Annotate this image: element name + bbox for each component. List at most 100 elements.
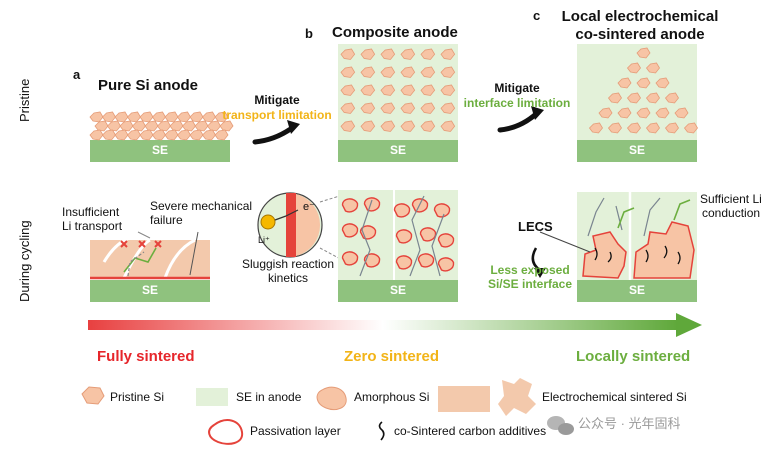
pristine-si-particle bbox=[440, 102, 456, 114]
legend-sintered-si: Electrochemical sintered Si bbox=[542, 390, 687, 404]
pristine-si-particle bbox=[588, 122, 603, 134]
pristine-si-particle bbox=[420, 66, 436, 78]
amorphous-si-particle bbox=[411, 198, 429, 213]
arrow-head-icon bbox=[287, 120, 300, 134]
amorphous-si-particle bbox=[363, 253, 381, 268]
pristine-si-particle bbox=[380, 48, 396, 60]
se-label: SE bbox=[141, 283, 158, 297]
li-transport-arrows-icon bbox=[359, 195, 445, 277]
panel-c-title-line2: co-sintered anode bbox=[575, 26, 705, 43]
pristine-si-particle bbox=[189, 111, 204, 123]
pristine-si-particle bbox=[219, 120, 234, 132]
pristine-si-particle bbox=[151, 111, 166, 123]
mitigate-1-sub: transport limitation bbox=[222, 108, 332, 122]
pristine-si-particle bbox=[674, 107, 689, 119]
amorphous-si-particle bbox=[419, 227, 437, 242]
legend-amorphous-si: Amorphous Si bbox=[354, 390, 430, 404]
amorphous-si-particle bbox=[395, 229, 413, 244]
arrow-head-icon bbox=[531, 106, 544, 120]
annotation-severe-2: failure bbox=[150, 213, 183, 227]
pristine-si-particle bbox=[380, 102, 396, 114]
amorphous-si-particle bbox=[417, 253, 435, 268]
se-layer bbox=[338, 140, 458, 162]
li-ion-icon bbox=[260, 214, 276, 230]
pristine-si-particle bbox=[126, 111, 141, 123]
pristine-si-particle bbox=[340, 120, 356, 132]
pristine-si-particle bbox=[201, 129, 216, 141]
pristine-si-particle bbox=[164, 129, 179, 141]
pristine-si-particle bbox=[636, 47, 651, 59]
pristine-si-particle bbox=[664, 122, 679, 134]
pristine-si-particle bbox=[151, 129, 166, 141]
se-label: SE bbox=[628, 283, 645, 297]
pristine-si-particle bbox=[126, 129, 141, 141]
panel-b-cycling bbox=[338, 190, 458, 302]
pristine-si-particle bbox=[655, 77, 670, 89]
amorphous-si-particle bbox=[363, 197, 381, 212]
panel-c-title-line1: Local electrochemical bbox=[561, 8, 719, 25]
amorphous-si-particle bbox=[341, 223, 359, 238]
panel-a-pristine bbox=[89, 111, 234, 162]
pristine-si-particle bbox=[636, 77, 651, 89]
lecs-label: LECS bbox=[518, 219, 553, 234]
pristine-si-particle bbox=[214, 129, 229, 141]
pristine-si-particle bbox=[400, 120, 416, 132]
pristine-si-particle bbox=[101, 111, 116, 123]
amorphous-si-particle bbox=[393, 203, 411, 218]
pristine-si-legend-icon bbox=[81, 386, 105, 405]
wechat-icon bbox=[547, 416, 574, 435]
annotation-less-exposed-2: Si/SE interface bbox=[487, 277, 573, 291]
passivation-legend-icon bbox=[208, 419, 244, 445]
li-ion-label: Li⁺ bbox=[258, 235, 270, 245]
annotation-insufficient-2: Li transport bbox=[62, 219, 123, 233]
legend-se-in-anode: SE in anode bbox=[236, 390, 302, 404]
callout-line bbox=[137, 231, 151, 239]
pristine-si-particle bbox=[420, 102, 436, 114]
pristine-si-particle bbox=[617, 107, 632, 119]
watermark-text: 公众号 · 光年固科 bbox=[578, 416, 681, 431]
pristine-si-particle bbox=[400, 66, 416, 78]
pristine-si-particle bbox=[131, 120, 146, 132]
panel-c-pristine bbox=[577, 44, 698, 162]
se-layer bbox=[577, 280, 697, 302]
pristine-si-particle bbox=[181, 120, 196, 132]
panel-letter-b: b bbox=[305, 26, 313, 41]
pristine-si-particle bbox=[106, 120, 121, 132]
curved-arrow-icon bbox=[497, 111, 539, 133]
panel-b-title: Composite anode bbox=[332, 24, 458, 41]
pristine-si-particle bbox=[380, 120, 396, 132]
pristine-si-particles bbox=[89, 111, 234, 141]
row-label-cycling: During cycling bbox=[17, 220, 32, 302]
se-label: SE bbox=[151, 143, 168, 157]
pristine-si-particle bbox=[626, 92, 641, 104]
mitigate-2-title: Mitigate bbox=[494, 81, 540, 95]
pristine-si-particle bbox=[114, 129, 129, 141]
pristine-si-particle bbox=[164, 111, 179, 123]
annotation-less-exposed-1: Less exposed bbox=[490, 263, 570, 277]
pristine-si-particle bbox=[683, 122, 698, 134]
pristine-si-particle bbox=[645, 92, 660, 104]
panel-letter-a: a bbox=[73, 67, 81, 82]
pristine-si-particle bbox=[655, 107, 670, 119]
mitigate-2-sub: interface limitation bbox=[463, 96, 571, 110]
composite-anode-box bbox=[338, 44, 458, 140]
pristine-si-particle bbox=[636, 107, 651, 119]
arrow-icon bbox=[274, 215, 287, 221]
passivation-band bbox=[286, 193, 296, 257]
li-transport-arrows-icon bbox=[587, 197, 661, 237]
pristine-si-particle bbox=[206, 120, 221, 132]
se-label: SE bbox=[389, 143, 406, 157]
pristine-si-particle bbox=[360, 102, 376, 114]
panel-a-cycling bbox=[90, 231, 210, 302]
pristine-si-particle bbox=[400, 84, 416, 96]
sintering-gradient-bar bbox=[88, 320, 678, 330]
pristine-si-particle bbox=[400, 102, 416, 114]
amorphous-si-particle bbox=[433, 203, 451, 218]
panel-letter-c: c bbox=[533, 8, 541, 23]
callout-line bbox=[189, 231, 199, 276]
amorphous-si-particle bbox=[437, 257, 455, 272]
se-label: SE bbox=[628, 143, 645, 157]
se-layer bbox=[338, 280, 458, 302]
amorphous-si-particle bbox=[341, 251, 359, 266]
